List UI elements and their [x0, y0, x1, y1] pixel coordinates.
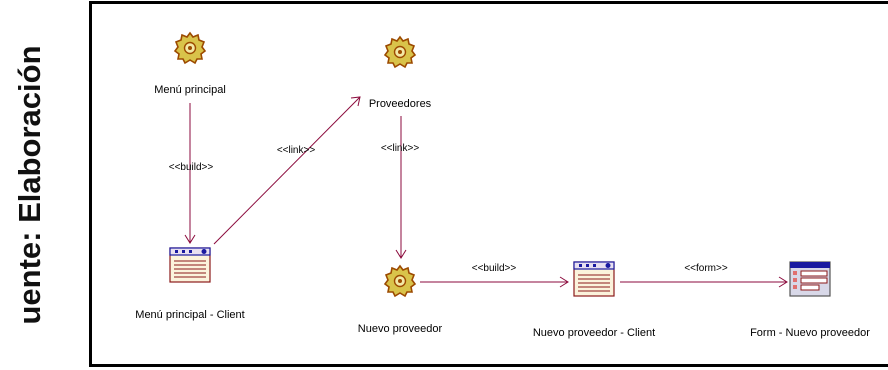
node-label: Form - Nuevo proveedor — [750, 327, 870, 339]
node-proveedores[interactable]: Proveedores — [369, 36, 432, 110]
stereotype-link-2: <<link>> — [381, 143, 420, 154]
arrowhead-form — [778, 276, 788, 288]
arrowhead-link-1 — [350, 96, 361, 107]
stereotype-form: <<form>> — [684, 263, 728, 274]
diagram-frame — [89, 1, 888, 367]
arrowhead-build-2 — [559, 276, 569, 288]
arrowhead-build-1 — [184, 234, 196, 244]
form-icon — [789, 261, 831, 297]
gear-icon — [384, 265, 416, 297]
stereotype-link-1: <<link>> — [277, 145, 316, 156]
node-label: Nuevo proveedor - Client — [533, 327, 655, 339]
client-page-icon — [573, 261, 615, 297]
node-form-nuevo-proveedor[interactable]: Form - Nuevo proveedor — [750, 261, 870, 339]
node-label: Proveedores — [369, 98, 432, 110]
gear-icon — [174, 32, 206, 64]
stereotype-build-2: <<build>> — [472, 263, 517, 274]
stereotype-build-1: <<build>> — [169, 162, 214, 173]
node-menu-principal-client[interactable]: Menú principal - Client — [135, 247, 245, 321]
arrowhead-link-2 — [395, 249, 407, 259]
edge-link-1 — [213, 96, 361, 245]
node-menu-principal[interactable]: Menú principal — [154, 32, 226, 96]
node-nuevo-proveedor[interactable]: Nuevo proveedor — [358, 265, 443, 335]
node-nuevo-proveedor-client[interactable]: Nuevo proveedor - Client — [533, 261, 655, 339]
gear-icon — [384, 36, 416, 68]
node-label: Nuevo proveedor — [358, 323, 443, 335]
node-label: Menú principal — [154, 84, 226, 96]
client-page-icon — [169, 247, 211, 283]
node-label: Menú principal - Client — [135, 309, 244, 321]
